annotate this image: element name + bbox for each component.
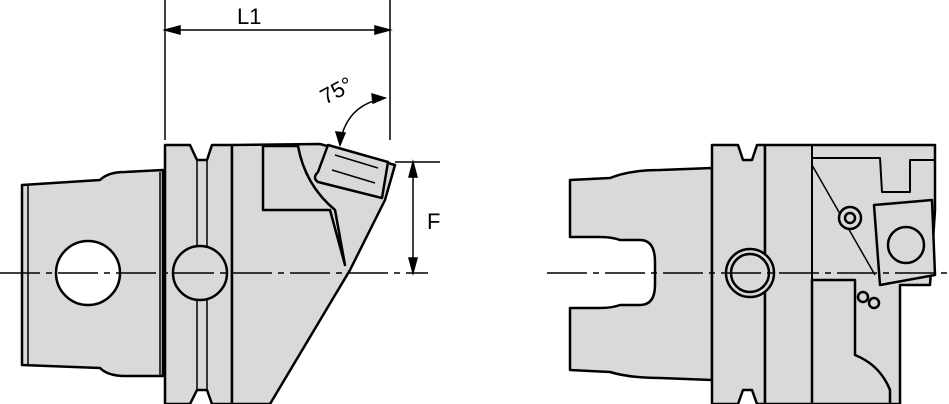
- right-shank: [568, 166, 714, 382]
- right-clamp: [812, 157, 935, 193]
- angle-arc: [339, 97, 386, 146]
- left-insert-detail: [331, 154, 379, 184]
- left-pocket: [261, 144, 347, 267]
- left-insert: [313, 143, 390, 200]
- right-lower-pocket: [810, 278, 892, 404]
- right-insert-hole: [886, 225, 926, 265]
- l1-label: L1: [237, 4, 262, 29]
- f-label: F: [427, 209, 441, 234]
